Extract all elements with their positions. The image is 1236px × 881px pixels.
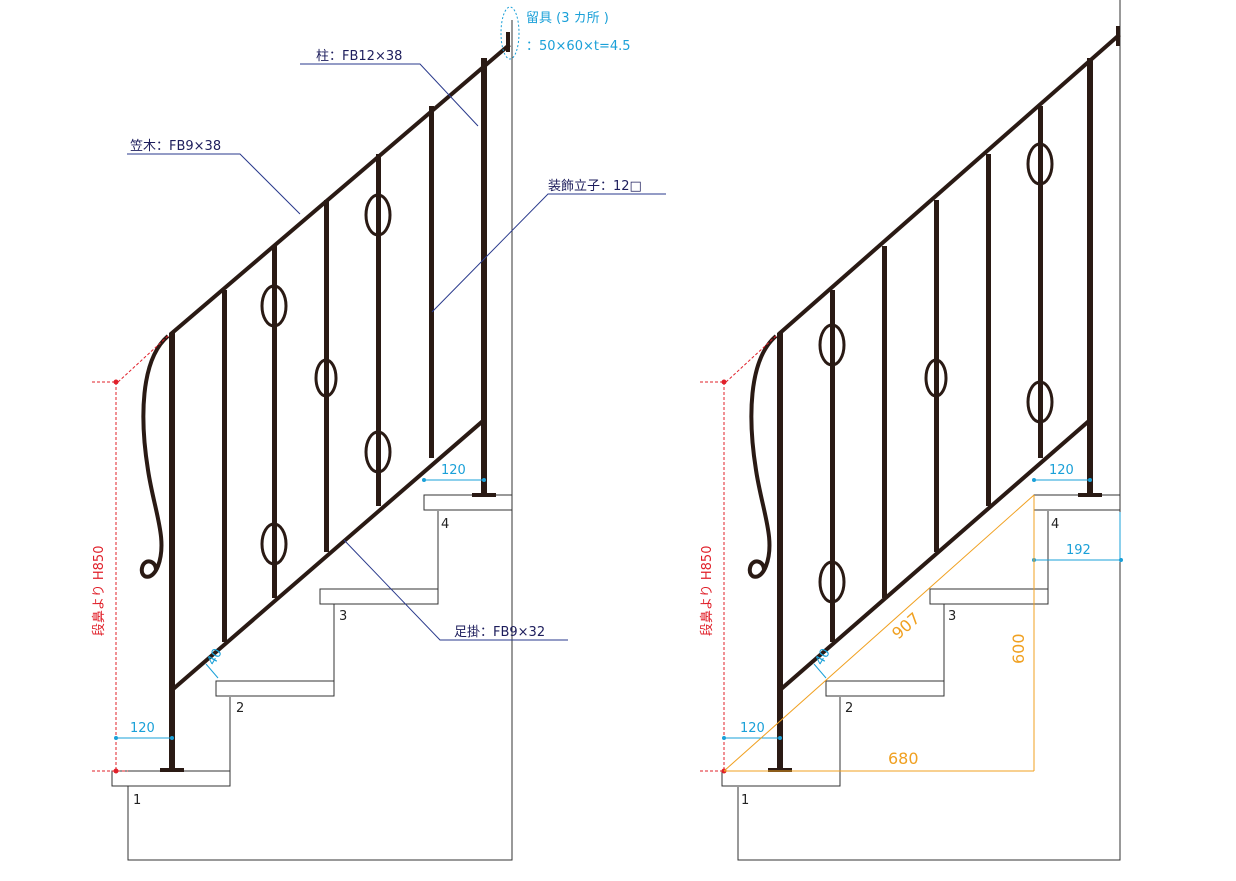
basket-ornament — [314, 358, 338, 398]
baluster-basket — [934, 200, 939, 552]
tread-3 — [929, 588, 1049, 605]
basket-ornament — [818, 560, 846, 604]
step-number-4: 4 — [441, 517, 449, 532]
post-top — [1087, 58, 1093, 496]
balusters — [830, 106, 1043, 642]
baluster-basket — [272, 246, 277, 598]
basket-ornament — [364, 430, 392, 474]
wall-outline — [127, 20, 513, 861]
diagonal-dimension — [723, 494, 1035, 772]
baluster-twisted — [222, 290, 227, 642]
step-number-1: 1 — [741, 793, 749, 808]
post-label: 柱：FB12×38 — [316, 49, 402, 64]
bottom-rail-leader — [343, 539, 568, 641]
wall-outline — [737, 0, 1121, 861]
tread-4 — [1033, 494, 1121, 511]
tread-4 — [423, 494, 513, 511]
post-bottom — [169, 333, 175, 771]
post-bottom — [777, 333, 783, 771]
stair-treads — [111, 494, 513, 787]
scroll-ornament — [139, 334, 170, 579]
handrail-leader — [127, 153, 301, 215]
baluster-twisted — [986, 154, 991, 506]
bottom-rail-line — [777, 417, 1093, 693]
rail-offset-label: 40 — [812, 646, 833, 668]
tread-depth-label: 192 — [1066, 543, 1091, 558]
step-number-1: 1 — [133, 793, 141, 808]
top-post-offset-label: 120 — [1049, 463, 1074, 478]
wall-bracket — [1116, 26, 1120, 46]
baluster-twisted — [882, 246, 887, 598]
bracket-highlight — [500, 6, 520, 60]
balusters — [222, 106, 434, 642]
basket-ornament — [1026, 142, 1054, 186]
basket-ornament — [260, 522, 288, 566]
basket-ornament — [818, 323, 846, 367]
bottom-rail-line — [169, 417, 487, 693]
height-label: 段鼻より H850 — [91, 546, 107, 636]
handrail-label: 笠木：FB9×38 — [130, 139, 221, 154]
step-number-3: 3 — [948, 609, 956, 624]
tread-2 — [825, 680, 945, 697]
step-number-3: 3 — [339, 609, 347, 624]
rise-label: 600 — [1009, 633, 1028, 664]
basket-ornament — [924, 358, 948, 398]
handrail-line — [777, 33, 1121, 336]
handrail-line — [169, 43, 511, 336]
basket-ornament — [1026, 380, 1054, 424]
height-label: 段鼻より H850 — [699, 546, 715, 636]
rail-offset-label: 40 — [204, 646, 225, 668]
tread-1 — [111, 770, 231, 787]
diagonal-length-label: 907 — [888, 609, 924, 643]
step-number-2: 2 — [845, 701, 853, 716]
tread-3 — [319, 588, 439, 605]
baluster-basket — [1038, 106, 1043, 458]
basket-ornaments — [260, 193, 392, 566]
baluster-twisted — [429, 106, 434, 458]
post-top — [481, 58, 487, 496]
scroll-ornament — [747, 334, 778, 579]
bracket-title-label: 留具 (3 カ所 ) — [526, 11, 609, 26]
step-number-2: 2 — [236, 701, 244, 716]
right-elevation: 1 2 3 4 段鼻より H850 — [699, 0, 1123, 861]
tread-2 — [215, 680, 335, 697]
post-offset-label: 120 — [740, 721, 765, 736]
post-leader — [300, 63, 479, 127]
baluster-leader — [431, 193, 666, 313]
basket-ornament — [364, 193, 392, 237]
baluster-basket — [830, 290, 835, 642]
left-elevation: 1 2 3 4 — [91, 6, 666, 861]
bottom-rail-label: 足掛：FB9×32 — [454, 625, 545, 640]
basket-ornament — [260, 284, 288, 328]
step-number-4: 4 — [1051, 517, 1059, 532]
baluster-label: 装飾立子：12□ — [548, 179, 642, 194]
bracket-spec-label: ：50×60×t=4.5 — [526, 39, 631, 54]
run-label: 680 — [888, 749, 919, 768]
top-post-offset-label: 120 — [441, 463, 466, 478]
basket-ornaments — [818, 142, 1054, 604]
baluster-basket — [376, 154, 381, 506]
wall-bracket — [506, 32, 510, 52]
tread-1 — [721, 770, 841, 787]
baluster-twisted — [324, 200, 329, 552]
post-offset-label: 120 — [130, 721, 155, 736]
